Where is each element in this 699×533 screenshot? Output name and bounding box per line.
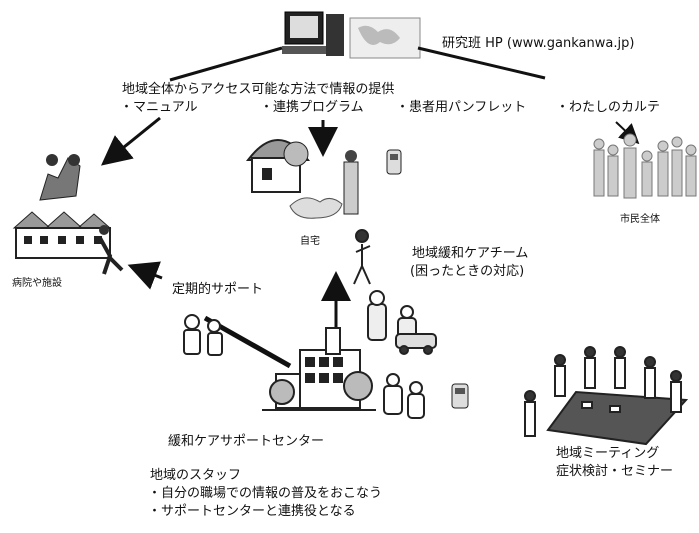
- staff-title: 地域のスタッフ: [150, 468, 242, 483]
- team-sub: (困ったときの対応): [410, 264, 525, 279]
- support-staff-icon: [183, 314, 223, 356]
- hospital-label: 病院や施設: [12, 278, 62, 289]
- phone-icon: [386, 149, 402, 175]
- staff-item-1: ・自分の職場での情報の普及をおこなう: [148, 486, 383, 501]
- item-manual: ・マニュアル: [120, 100, 198, 115]
- site-label: 研究班 HP (www.gankanwa.jp): [442, 36, 635, 51]
- link-right: [417, 46, 546, 80]
- care-team-icon: [353, 229, 437, 355]
- arrow-support-hospital: [127, 261, 163, 290]
- staff-item-2: ・サポートセンターと連携役となる: [148, 504, 356, 519]
- home-icon: [245, 139, 359, 219]
- support-center-icon: [262, 327, 425, 419]
- hospital-icon: [12, 154, 124, 275]
- item-program: ・連携プログラム: [260, 100, 364, 115]
- meeting-sub: 症状検討・セミナー: [556, 464, 674, 479]
- regular-support-label: 定期的サポート: [172, 282, 264, 297]
- item-pamphlet: ・患者用パンフレット: [396, 100, 527, 115]
- arrow-to-hospital: [100, 116, 161, 166]
- meeting-icon: [524, 346, 689, 446]
- crowd-icon: [593, 133, 697, 199]
- link-left: [169, 46, 283, 82]
- meeting-title: 地域ミーティング: [556, 446, 660, 461]
- item-karte: ・わたしのカルテ: [556, 100, 661, 115]
- provision-title: 地域全体からアクセス可能な方法で情報の提供: [122, 82, 395, 97]
- team-title: 地域緩和ケアチーム: [412, 246, 529, 261]
- center-label: 緩和ケアサポートセンター: [168, 434, 325, 449]
- home-label: 自宅: [300, 236, 320, 247]
- computer-icon: [282, 11, 421, 59]
- phone-icon-2: [451, 383, 469, 409]
- citizens-label: 市民全体: [620, 214, 660, 225]
